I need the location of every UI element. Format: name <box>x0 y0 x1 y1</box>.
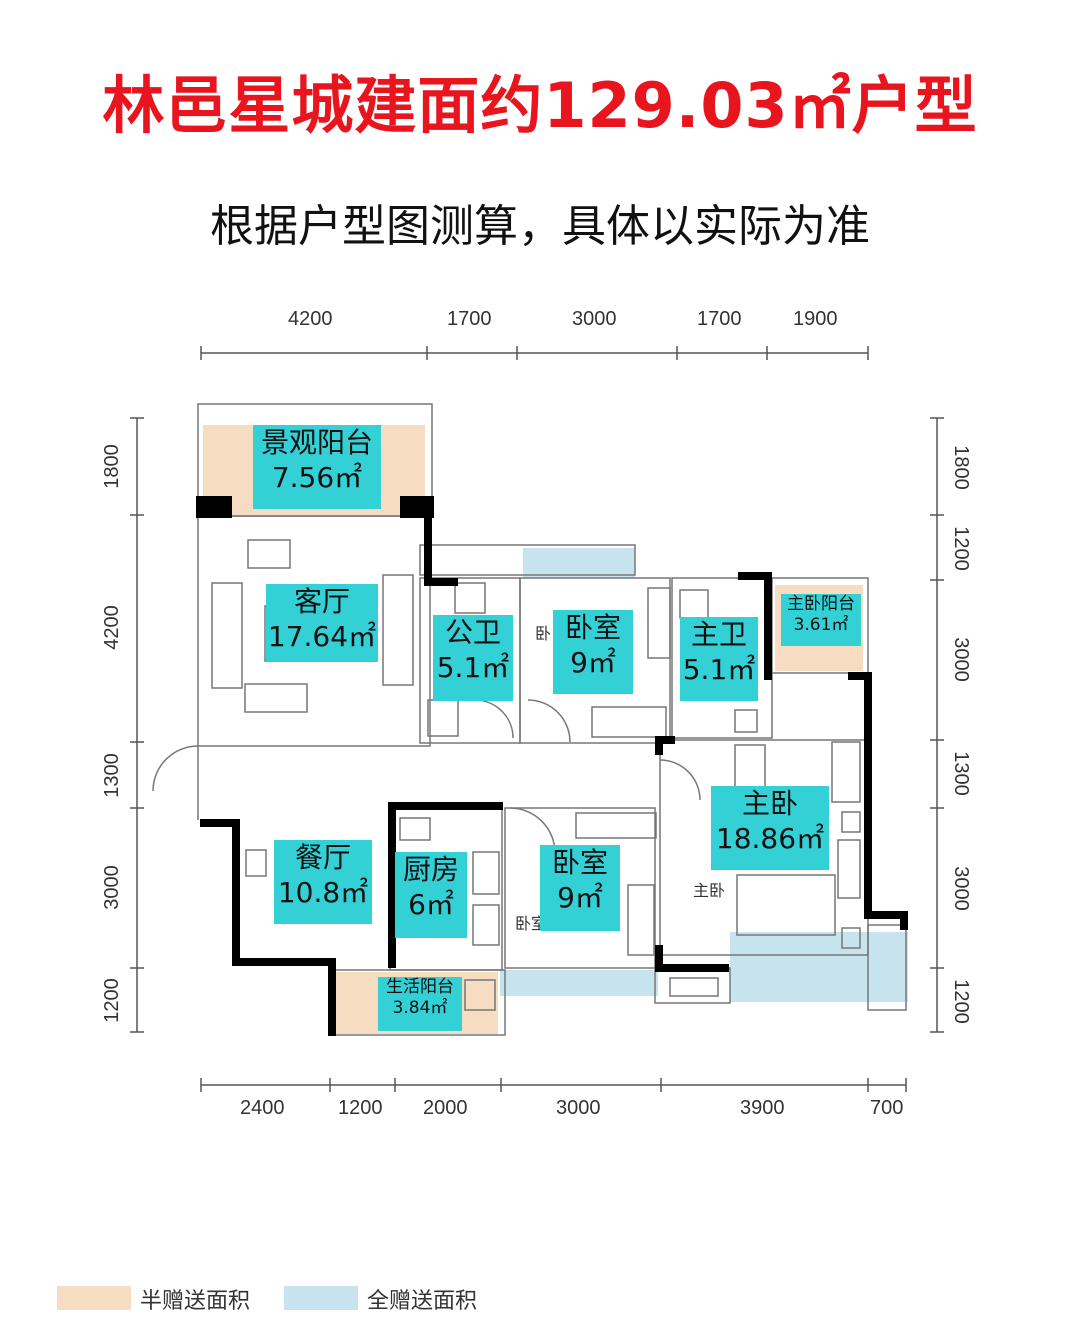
legend-full-swatch <box>284 1286 358 1310</box>
plan-label-bedroom: 卧室 <box>515 916 548 933</box>
dim-top-5: 1900 <box>793 308 838 330</box>
dim-left-5: 1200 <box>100 978 123 1023</box>
legend-half-swatch <box>57 1286 131 1310</box>
dimension-lines <box>130 346 944 1092</box>
dim-bottom-4: 3000 <box>556 1097 601 1119</box>
dim-top-1: 4200 <box>288 308 333 330</box>
dim-bottom-2: 1200 <box>338 1097 383 1119</box>
full-gift-area <box>523 548 635 578</box>
dim-left-2: 4200 <box>100 605 123 650</box>
dim-top-3: 3000 <box>572 308 617 330</box>
dim-bottom-1: 2400 <box>240 1097 285 1119</box>
dim-right-5: 3000 <box>949 866 972 911</box>
legend-half-label: 半赠送面积 <box>140 1289 251 1314</box>
dim-left-4: 3000 <box>100 865 123 910</box>
dim-right-4: 1300 <box>949 751 972 796</box>
wall-column <box>196 496 232 518</box>
plan-label-bedroom: 卧 <box>535 626 552 643</box>
dim-right-2: 1200 <box>949 526 972 571</box>
dim-left-1: 1800 <box>100 444 123 489</box>
dim-bottom-6: 700 <box>870 1097 904 1119</box>
load-bearing-walls <box>200 512 908 1036</box>
dim-bottom-3: 2000 <box>423 1097 468 1119</box>
dim-right-1: 1800 <box>949 445 972 490</box>
wall-column <box>400 496 434 518</box>
legend-full-label: 全赠送面积 <box>367 1289 478 1314</box>
dim-right-3: 3000 <box>949 637 972 682</box>
dim-top-2: 1700 <box>447 308 492 330</box>
dim-left-3: 1300 <box>100 753 123 798</box>
full-gift-area <box>730 932 908 1002</box>
page-subtitle: 根据户型图测算，具体以实际为准 <box>210 201 870 252</box>
dim-top-4: 1700 <box>697 308 742 330</box>
page-title: 林邑星城建面约129.03㎡户型 <box>102 69 978 142</box>
plan-label-master: 主卧 <box>693 883 726 900</box>
full-gift-area <box>500 970 658 996</box>
dim-bottom-5: 3900 <box>740 1097 785 1119</box>
dim-right-6: 1200 <box>949 979 972 1024</box>
